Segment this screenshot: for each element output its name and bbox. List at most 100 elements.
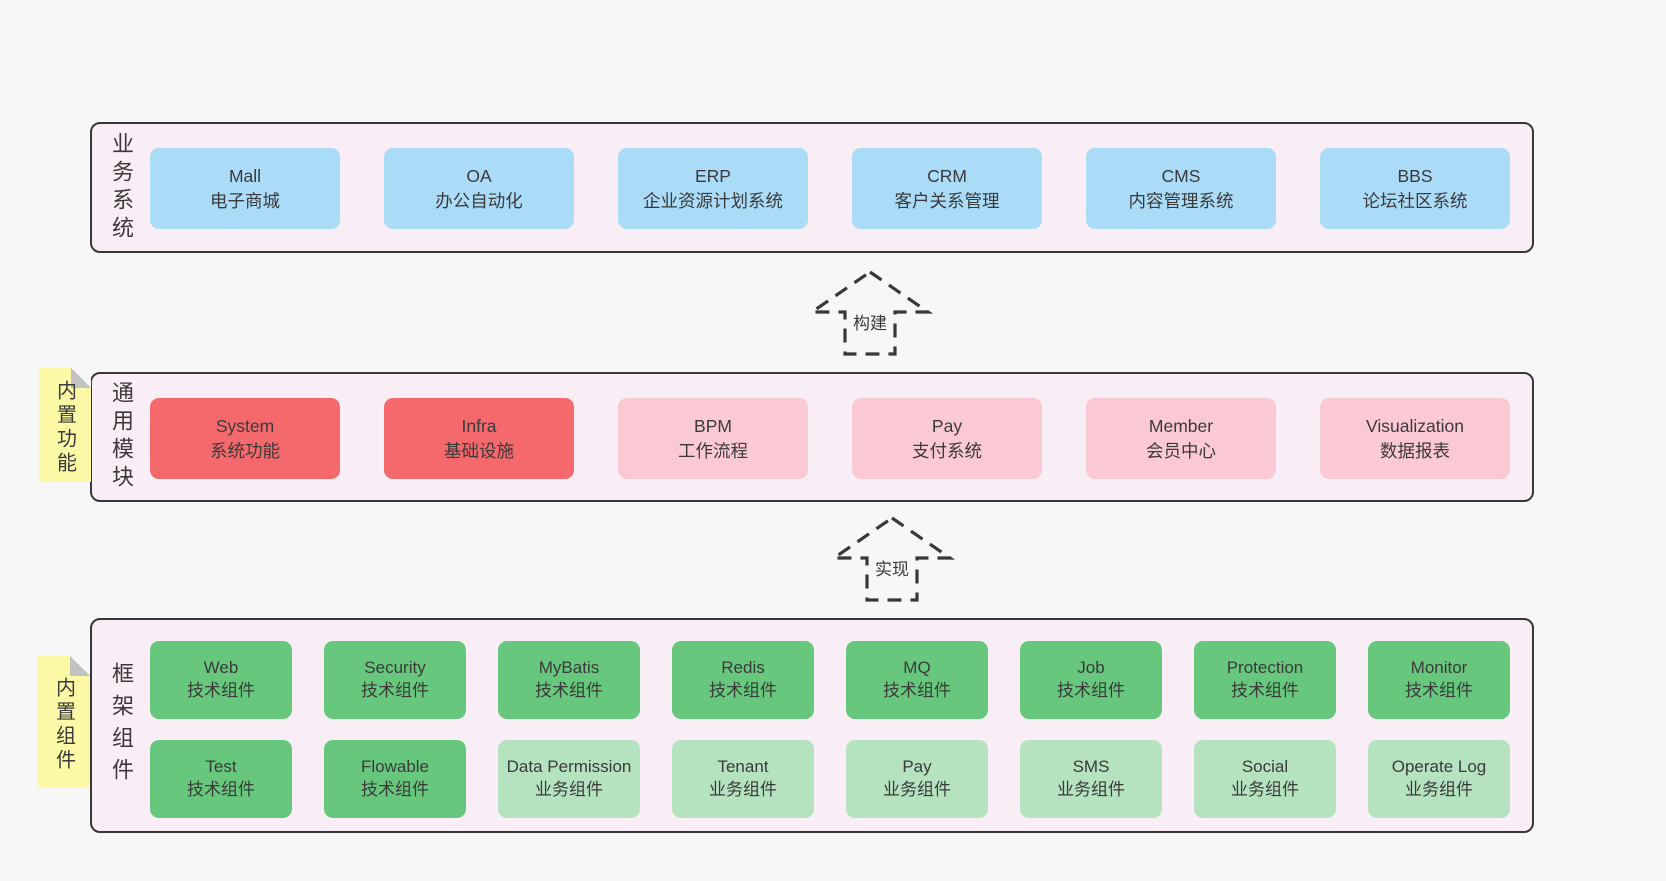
node-mall: Mall 电子商城 bbox=[150, 148, 340, 229]
section-framework-label: 框架组件 bbox=[109, 661, 134, 790]
node-security: Security 技术组件 bbox=[324, 641, 466, 719]
node-subtitle: 业务组件 bbox=[535, 780, 603, 799]
arrow-build: 构建 bbox=[800, 268, 940, 358]
node-infra: Infra 基础设施 bbox=[384, 398, 574, 479]
node-mq: MQ 技术组件 bbox=[846, 641, 988, 719]
section-business-systems: 业务系统 Mall 电子商城 OA 办公自动化 ERP 企业资源计划系统 CRM… bbox=[90, 122, 1534, 253]
node-name: Member bbox=[1148, 415, 1214, 436]
node-subtitle: 电子商城 bbox=[210, 190, 280, 211]
node-name: Pay bbox=[902, 757, 932, 777]
node-name: Social bbox=[1241, 757, 1289, 777]
framework-boxes-row-1: Web 技术组件 Security 技术组件 MyBatis 技术组件 Redi… bbox=[150, 641, 1510, 719]
node-pay-component: Pay 业务组件 bbox=[846, 740, 988, 818]
node-crm: CRM 客户关系管理 bbox=[852, 148, 1042, 229]
node-bpm: BPM 工作流程 bbox=[618, 398, 808, 479]
node-name: Data Permission bbox=[506, 757, 632, 777]
node-pay-system: Pay 支付系统 bbox=[852, 398, 1042, 479]
node-web: Web 技术组件 bbox=[150, 641, 292, 719]
node-bbs: BBS 论坛社区系统 bbox=[1320, 148, 1510, 229]
node-oa: OA 办公自动化 bbox=[384, 148, 574, 229]
node-name: ERP bbox=[695, 165, 731, 186]
node-subtitle: 支付系统 bbox=[912, 440, 982, 461]
node-subtitle: 技术组件 bbox=[187, 681, 255, 700]
node-cms: CMS 内容管理系统 bbox=[1086, 148, 1276, 229]
node-subtitle: 技术组件 bbox=[187, 780, 255, 799]
node-test: Test 技术组件 bbox=[150, 740, 292, 818]
node-subtitle: 会员中心 bbox=[1146, 440, 1216, 461]
node-flowable: Flowable 技术组件 bbox=[324, 740, 466, 818]
business-boxes-row: Mall 电子商城 OA 办公自动化 ERP 企业资源计划系统 CRM 客户关系… bbox=[150, 148, 1510, 229]
node-name: Web bbox=[203, 658, 239, 678]
up-arrow-icon bbox=[806, 270, 934, 356]
up-arrow-icon bbox=[828, 516, 956, 602]
node-name: Test bbox=[205, 757, 237, 777]
node-monitor: Monitor 技术组件 bbox=[1368, 641, 1510, 719]
node-erp: ERP 企业资源计划系统 bbox=[618, 148, 808, 229]
node-tenant: Tenant 业务组件 bbox=[672, 740, 814, 818]
arrow-implement-label: 实现 bbox=[871, 554, 913, 581]
node-mybatis: MyBatis 技术组件 bbox=[498, 641, 640, 719]
node-subtitle: 工作流程 bbox=[678, 440, 748, 461]
node-name: Infra bbox=[461, 415, 497, 436]
node-subtitle: 业务组件 bbox=[883, 780, 951, 799]
arrow-build-label: 构建 bbox=[849, 308, 891, 335]
node-subtitle: 技术组件 bbox=[1405, 681, 1473, 700]
node-name: Tenant bbox=[717, 757, 769, 777]
sticky-note-builtin-components: 内置组件 bbox=[38, 656, 90, 788]
node-subtitle: 技术组件 bbox=[361, 780, 429, 799]
node-subtitle: 业务组件 bbox=[709, 780, 777, 799]
node-name: Visualization bbox=[1366, 415, 1464, 436]
node-data-permission: Data Permission 业务组件 bbox=[498, 740, 640, 818]
node-name: MyBatis bbox=[538, 658, 600, 678]
node-subtitle: 技术组件 bbox=[361, 681, 429, 700]
node-social: Social 业务组件 bbox=[1194, 740, 1336, 818]
node-subtitle: 技术组件 bbox=[883, 681, 951, 700]
folded-corner-icon bbox=[70, 656, 90, 676]
node-subtitle: 业务组件 bbox=[1057, 780, 1125, 799]
node-system: System 系统功能 bbox=[150, 398, 340, 479]
node-subtitle: 论坛社区系统 bbox=[1362, 190, 1468, 211]
node-name: Redis bbox=[721, 658, 765, 678]
node-subtitle: 技术组件 bbox=[709, 681, 777, 700]
node-name: BPM bbox=[694, 415, 732, 436]
node-member: Member 会员中心 bbox=[1086, 398, 1276, 479]
sticky-note-builtin-features: 内置功能 bbox=[39, 368, 91, 482]
node-subtitle: 客户关系管理 bbox=[894, 190, 1000, 211]
node-name: Security bbox=[364, 658, 426, 678]
node-subtitle: 业务组件 bbox=[1231, 780, 1299, 799]
node-subtitle: 系统功能 bbox=[210, 440, 280, 461]
section-framework-components: 框架组件 Web 技术组件 Security 技术组件 MyBatis 技术组件… bbox=[90, 618, 1534, 833]
node-subtitle: 基础设施 bbox=[444, 440, 514, 461]
node-name: System bbox=[215, 415, 275, 436]
node-name: Flowable bbox=[360, 757, 430, 777]
sticky-note-text: 内置组件 bbox=[52, 677, 75, 773]
section-business-label: 业务系统 bbox=[109, 131, 134, 244]
node-name: Mall bbox=[228, 165, 262, 186]
section-common-label: 通用模块 bbox=[109, 381, 134, 493]
node-operate-log: Operate Log 业务组件 bbox=[1368, 740, 1510, 818]
node-name: OA bbox=[466, 165, 492, 186]
node-subtitle: 办公自动化 bbox=[435, 190, 523, 211]
folded-corner-icon bbox=[71, 368, 91, 388]
node-name: CRM bbox=[927, 165, 967, 186]
node-protection: Protection 技术组件 bbox=[1194, 641, 1336, 719]
sticky-note-text: 内置功能 bbox=[53, 380, 76, 476]
node-name: Job bbox=[1077, 658, 1105, 678]
node-subtitle: 技术组件 bbox=[1231, 681, 1299, 700]
node-redis: Redis 技术组件 bbox=[672, 641, 814, 719]
section-common-modules: 通用模块 System 系统功能 Infra 基础设施 BPM 工作流程 Pay… bbox=[90, 372, 1534, 502]
node-name: Pay bbox=[931, 415, 963, 436]
node-name: CMS bbox=[1161, 165, 1201, 186]
node-subtitle: 内容管理系统 bbox=[1128, 190, 1234, 211]
framework-boxes-row-2: Test 技术组件 Flowable 技术组件 Data Permission … bbox=[150, 740, 1510, 818]
node-name: MQ bbox=[903, 658, 931, 678]
node-visualization: Visualization 数据报表 bbox=[1320, 398, 1510, 479]
node-job: Job 技术组件 bbox=[1020, 641, 1162, 719]
node-name: BBS bbox=[1397, 165, 1433, 186]
node-name: Monitor bbox=[1410, 658, 1468, 678]
node-name: Protection bbox=[1226, 658, 1304, 678]
node-subtitle: 数据报表 bbox=[1380, 440, 1450, 461]
common-boxes-row: System 系统功能 Infra 基础设施 BPM 工作流程 Pay 支付系统… bbox=[150, 398, 1510, 479]
node-name: Operate Log bbox=[1391, 757, 1487, 777]
